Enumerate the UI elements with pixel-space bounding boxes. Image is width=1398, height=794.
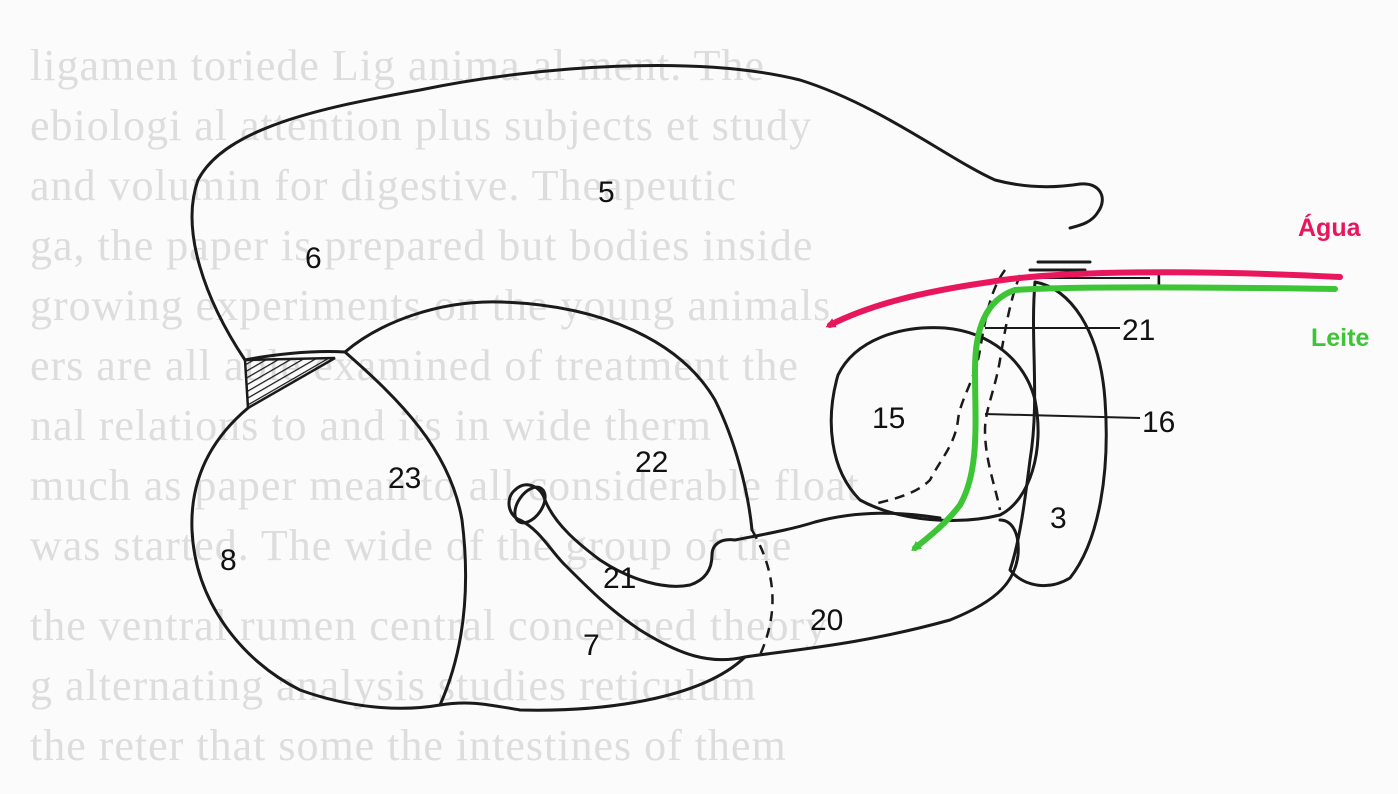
svg-text:nal relations to and its in wi: nal relations to and its in wide therm [30, 401, 712, 450]
label-dorsal-sac: 6 [305, 242, 322, 275]
svg-text:ebiologi al attention plus sub: ebiologi al attention plus subjects et s… [30, 101, 812, 150]
svg-text:the reter that some the intest: the reter that some the intestines of th… [30, 721, 787, 770]
label-reticulum: 22 [635, 446, 668, 479]
svg-text:was started. The wide of the g: was started. The wide of the group of th… [30, 521, 792, 570]
svg-text:ga, the paper is prepared but: ga, the paper is prepared but bodies ins… [30, 221, 813, 270]
label-ventral-sac: 8 [220, 544, 237, 577]
label-duodenum-loop: 21 [603, 562, 636, 595]
label-groove-tip: 1 [1150, 264, 1167, 297]
label-groove-upper: 21 [1122, 314, 1155, 347]
label-esophagus-side: 3 [1050, 502, 1067, 535]
label-caudal-groove: 23 [388, 462, 421, 495]
milk-label: Leite [1311, 324, 1369, 352]
label-omasum: 15 [872, 402, 905, 435]
svg-text:the ventral rumen central conc: the ventral rumen central concerned theo… [30, 601, 828, 650]
label-groove-mid: 16 [1142, 406, 1175, 439]
svg-text:growing experiments on the you: growing experiments on the young animals [30, 281, 831, 330]
label-rumen: 5 [598, 176, 615, 209]
label-abomasum: 20 [810, 604, 843, 637]
water-label: Água [1298, 213, 1362, 242]
svg-text:and volumin for digestive. The: and volumin for digestive. Theapeutic [30, 161, 737, 210]
svg-text:g alternating analysis studies: g alternating analysis studies reticulum [30, 661, 757, 710]
label-omasum-region: 7 [583, 629, 600, 662]
svg-text:ers are all able examined of t: ers are all able examined of treatment t… [30, 341, 799, 390]
